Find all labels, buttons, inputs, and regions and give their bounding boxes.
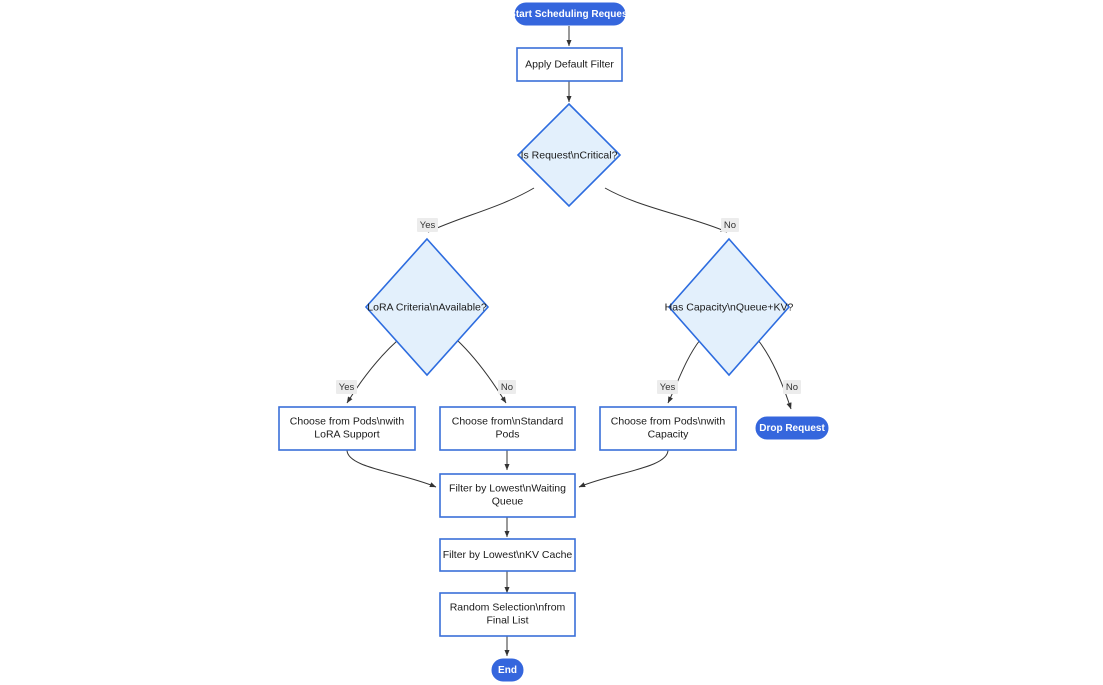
edge-label-yes-capacity-text: Yes: [660, 382, 676, 393]
node-choose-pods-capacity-label-line1: Choose from Pods\nwith: [611, 415, 726, 427]
edge-label-no-critical: No: [721, 218, 739, 232]
edge-label-no-lora-text: No: [501, 382, 513, 393]
node-apply-default-filter[interactable]: Apply Default Filter: [516, 47, 623, 82]
node-start-shape[interactable]: [514, 2, 626, 26]
nodes-layer: Start Scheduling Request Apply Default F…: [278, 2, 829, 682]
node-choose-standard-pods[interactable]: Choose from\nStandard Pods: [439, 406, 576, 451]
edge-labels-layer: Yes No Yes No Yes No: [336, 218, 801, 394]
node-drop-request[interactable]: Drop Request: [755, 416, 829, 440]
edge-is-critical-no-to-capacity: [604, 187, 728, 233]
node-end[interactable]: End: [491, 658, 524, 682]
node-lora-criteria-available-label: LoRA Criteria\nAvailable?: [367, 301, 487, 313]
edge-capacity-no-to-drop-request: [757, 339, 792, 410]
node-is-request-critical-label: Is Request\nCritical?: [521, 149, 618, 161]
node-choose-standard-pods-label-line1: Choose from\nStandard: [452, 415, 564, 427]
edge-lora-yes-to-pods-lora: [346, 339, 399, 404]
node-end-label: End: [498, 665, 517, 676]
node-filter-waiting-queue-shape[interactable]: [439, 473, 576, 518]
edge-label-yes-lora-text: Yes: [339, 382, 355, 393]
node-is-request-critical-shape[interactable]: [516, 102, 622, 208]
node-choose-pods-lora-label-line1: Choose from Pods\nwith: [290, 415, 405, 427]
node-lora-criteria-available[interactable]: LoRA Criteria\nAvailable?: [364, 237, 490, 377]
node-end-shape[interactable]: [491, 658, 524, 682]
edge-label-no-critical-text: No: [724, 220, 736, 231]
edge-pods-capacity-to-filter-queue: [578, 449, 669, 488]
node-filter-kv-cache[interactable]: Filter by Lowest\nKV Cache: [439, 538, 576, 572]
node-choose-pods-capacity-shape[interactable]: [599, 406, 737, 451]
edge-label-yes-critical: Yes: [417, 218, 438, 232]
node-start-label: Start Scheduling Request: [509, 9, 631, 20]
node-choose-standard-pods-label-line2: Pods: [496, 428, 520, 440]
edge-label-yes-lora-bg: [336, 380, 357, 394]
node-choose-pods-lora[interactable]: Choose from Pods\nwith LoRA Support: [278, 406, 416, 451]
node-has-capacity-shape[interactable]: [667, 237, 791, 377]
node-filter-kv-cache-label: Filter by Lowest\nKV Cache: [443, 549, 573, 561]
node-filter-kv-cache-shape[interactable]: [439, 538, 576, 572]
edge-label-no-capacity-bg: [783, 380, 801, 394]
edge-label-no-lora-bg: [498, 380, 516, 394]
edge-is-critical-yes-to-lora: [427, 187, 535, 233]
node-filter-waiting-queue-label-line1: Filter by Lowest\nWaiting: [449, 482, 566, 494]
edge-label-no-capacity: No: [783, 380, 801, 394]
node-drop-request-shape[interactable]: [755, 416, 829, 440]
node-choose-pods-lora-shape[interactable]: [278, 406, 416, 451]
edge-label-yes-capacity: Yes: [657, 380, 678, 394]
node-random-selection-label-line2: Final List: [486, 614, 528, 626]
edges-layer: [346, 26, 792, 657]
node-choose-pods-capacity-label-line2: Capacity: [648, 428, 690, 440]
edge-label-yes-critical-bg: [417, 218, 438, 232]
node-drop-request-label: Drop Request: [759, 423, 825, 434]
edge-label-yes-capacity-bg: [657, 380, 678, 394]
edge-label-no-capacity-text: No: [786, 382, 798, 393]
node-random-selection[interactable]: Random Selection\nfrom Final List: [439, 592, 576, 637]
node-start[interactable]: Start Scheduling Request: [509, 2, 632, 26]
edge-label-no-critical-bg: [721, 218, 739, 232]
node-choose-pods-capacity[interactable]: Choose from Pods\nwith Capacity: [599, 406, 737, 451]
edge-pods-lora-to-filter-queue: [346, 449, 437, 488]
node-random-selection-label-line1: Random Selection\nfrom: [450, 601, 566, 613]
node-has-capacity[interactable]: Has Capacity\nQueue+KV?: [665, 237, 794, 377]
edge-label-yes-lora: Yes: [336, 380, 357, 394]
edge-capacity-yes-to-pods-capacity: [667, 339, 701, 404]
node-has-capacity-label: Has Capacity\nQueue+KV?: [665, 301, 794, 313]
node-apply-default-filter-shape[interactable]: [516, 47, 623, 82]
node-random-selection-shape[interactable]: [439, 592, 576, 637]
node-is-request-critical[interactable]: Is Request\nCritical?: [516, 102, 622, 208]
node-filter-waiting-queue[interactable]: Filter by Lowest\nWaiting Queue: [439, 473, 576, 518]
edge-label-no-lora: No: [498, 380, 516, 394]
node-lora-criteria-available-shape[interactable]: [364, 237, 490, 377]
node-filter-waiting-queue-label-line2: Queue: [492, 495, 524, 507]
node-apply-default-filter-label: Apply Default Filter: [525, 58, 614, 70]
node-choose-standard-pods-shape[interactable]: [439, 406, 576, 451]
edge-label-yes-critical-text: Yes: [420, 220, 436, 231]
edge-lora-no-to-pods-standard: [456, 339, 507, 404]
node-choose-pods-lora-label-line2: LoRA Support: [314, 428, 379, 440]
